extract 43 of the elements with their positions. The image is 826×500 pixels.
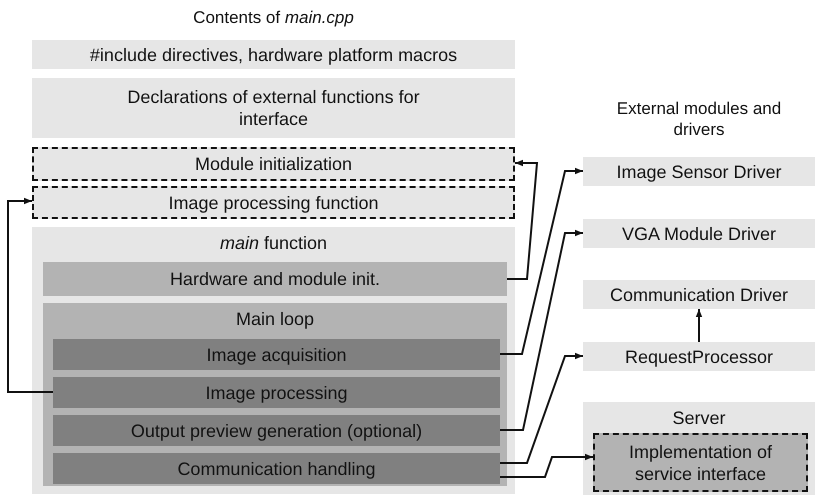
column-heading: External modules and drivers	[616, 98, 782, 140]
node-label: Image processing	[204, 382, 349, 404]
step-box	[53, 377, 500, 408]
arrow	[696, 309, 702, 342]
arrow	[7, 198, 53, 393]
step-box	[53, 453, 500, 484]
function-container	[32, 227, 515, 494]
node-label: Image processing function	[167, 192, 380, 214]
interface-box	[593, 433, 808, 492]
arrow	[500, 168, 583, 355]
node-label: Communication handling	[176, 458, 377, 480]
node-label: Output preview generation (optional)	[130, 420, 424, 442]
arrow	[500, 352, 583, 464]
node-label: Server	[671, 407, 726, 429]
driver-box	[583, 157, 815, 186]
driver-box	[583, 219, 815, 248]
driver-box	[583, 280, 815, 309]
node-label: VGA Module Driver	[620, 222, 778, 244]
server-container	[583, 402, 815, 495]
driver-box	[583, 342, 815, 371]
node-label: main function	[218, 232, 328, 254]
node-label: Communication Driver	[608, 284, 790, 306]
step-box	[53, 339, 500, 370]
arrow	[507, 160, 538, 280]
node-label: Main loop	[234, 308, 316, 330]
node-label: Image acquisition	[205, 344, 348, 366]
loop-container	[43, 303, 507, 486]
node-label: Module initialization	[194, 153, 354, 175]
step-box	[43, 262, 507, 296]
node-label: Hardware and module init.	[168, 268, 382, 290]
node-label: #include directives, hardware platform macros	[88, 44, 458, 66]
arrow	[500, 454, 593, 478]
node-label: RequestProcessor	[624, 346, 774, 368]
section-box	[32, 78, 515, 138]
step-box	[53, 415, 500, 446]
function-box	[32, 147, 515, 181]
section-box	[32, 40, 515, 69]
diagram-title: Contents of main.cpp	[192, 8, 355, 28]
node-label: Image Sensor Driver	[615, 160, 783, 182]
node-label: Implementation of service interface	[628, 440, 774, 484]
arrow	[500, 230, 583, 431]
function-box	[32, 186, 515, 219]
node-label: Declarations of external functions for interface	[126, 86, 421, 130]
